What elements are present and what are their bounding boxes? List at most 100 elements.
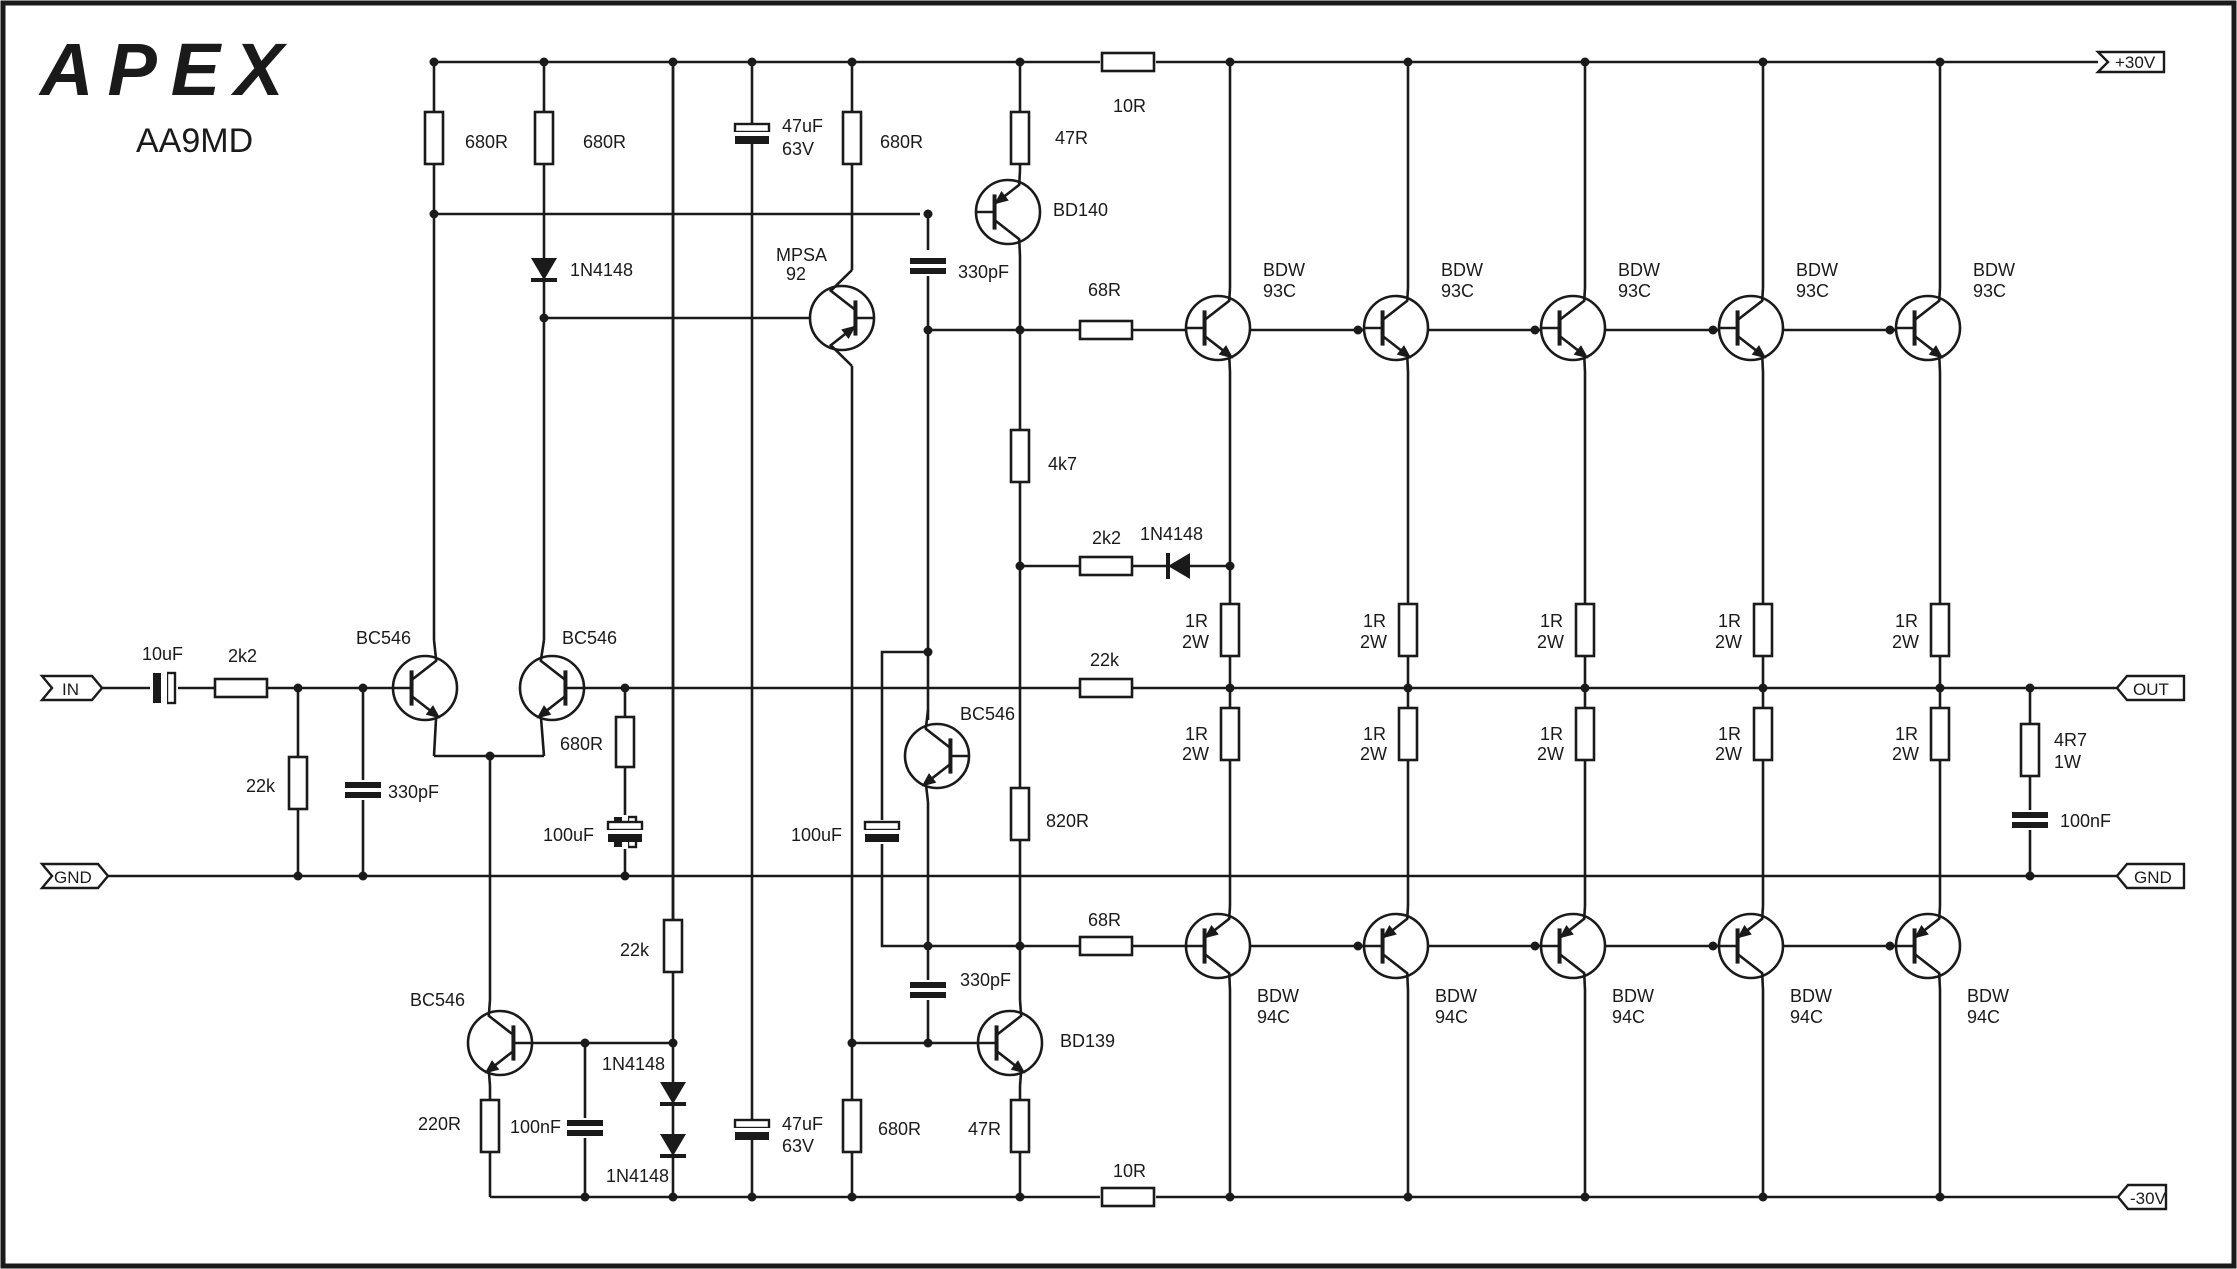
capacitor-330pf-bottom bbox=[908, 982, 948, 998]
junction-dot bbox=[923, 647, 933, 657]
cap-plate bbox=[567, 1130, 603, 1136]
label-npn-line1: BDW bbox=[1973, 260, 2015, 280]
label-zobel-r1: 4R7 bbox=[2054, 730, 2087, 750]
label-r-10-bot: 10R bbox=[1113, 1161, 1146, 1181]
junction-dot bbox=[1708, 325, 1718, 335]
resistor-10r-bottom bbox=[1100, 1186, 1156, 1208]
label-emitter-r-top-1: 1R bbox=[1718, 611, 1741, 631]
transistor-arrow bbox=[1559, 925, 1574, 939]
cap-plate bbox=[910, 258, 946, 264]
port-out-label: OUT bbox=[2133, 680, 2169, 699]
label-c-rail-top-value: 47uF bbox=[782, 116, 823, 136]
label-q4: BC546 bbox=[410, 990, 465, 1010]
transistor-collector bbox=[1381, 952, 1410, 991]
label-c-rail-top-voltage: 63V bbox=[782, 139, 814, 159]
label-emitter-r-bottom-1: 1R bbox=[1540, 724, 1563, 744]
resistor-68r-bottom bbox=[1078, 935, 1134, 957]
junction-dot bbox=[1015, 325, 1025, 335]
transistor-bdw94c-4 bbox=[1717, 905, 1785, 991]
transistor-collector bbox=[1558, 287, 1587, 322]
cap-plate bbox=[2012, 812, 2048, 818]
label-emitter-r-top-1: 1R bbox=[1363, 611, 1386, 631]
wires bbox=[102, 60, 2118, 1199]
wire bbox=[880, 650, 928, 820]
port-gnd-right-label: GND bbox=[2134, 868, 2172, 887]
diode-bar bbox=[660, 1154, 686, 1158]
cap-plate bbox=[345, 782, 381, 788]
label-zobel-r2: 1W bbox=[2054, 752, 2081, 772]
transistor-arrow bbox=[1010, 1060, 1026, 1074]
junction-dot bbox=[1935, 1192, 1945, 1202]
junction-dot bbox=[1353, 325, 1363, 335]
diode-bar bbox=[660, 1102, 686, 1106]
label-q1: BC546 bbox=[356, 628, 411, 648]
label-pnp-line1: BDW bbox=[1967, 986, 2009, 1006]
wire bbox=[880, 844, 928, 948]
brand-logo: APEX bbox=[38, 28, 298, 111]
resistor-emitter-top-2 bbox=[1397, 602, 1419, 658]
junction-dot bbox=[923, 1038, 933, 1048]
port-gnd-left: GND bbox=[39, 862, 110, 890]
transistor-collector bbox=[828, 269, 857, 312]
resistor-2k2-mid bbox=[1078, 555, 1134, 577]
cap-plate bbox=[345, 792, 381, 798]
cap-gap bbox=[908, 264, 948, 268]
model-label: AA9MD bbox=[136, 122, 253, 160]
junction-dot bbox=[580, 1038, 590, 1048]
label-npn-line2: 93C bbox=[1973, 281, 2006, 301]
junction-dot bbox=[1530, 325, 1540, 335]
transistor-arrow bbox=[921, 773, 937, 787]
transistor-bdw93c-3 bbox=[1539, 287, 1607, 373]
cap-gap bbox=[606, 830, 644, 834]
transistor-collector bbox=[1913, 952, 1942, 991]
label-d-mid: 1N4148 bbox=[1140, 524, 1203, 544]
label-r-2k2-mid: 2k2 bbox=[1092, 528, 1121, 548]
junction-dot bbox=[1580, 1192, 1590, 1202]
junction-dot bbox=[1580, 683, 1590, 693]
label-d-top: 1N4148 bbox=[570, 260, 633, 280]
transistor-arrow bbox=[1737, 925, 1752, 939]
transistor-q4 bbox=[466, 999, 534, 1087]
transistor-bdw93c-1 bbox=[1184, 287, 1252, 373]
resistor-820r bbox=[1009, 786, 1031, 842]
cap-gap bbox=[733, 132, 771, 136]
label-emitter-r-bottom-2: 2W bbox=[1360, 744, 1387, 764]
diode-bar bbox=[531, 278, 557, 282]
component-labels: 10uF 2k2 22k 330pF BC546 BC546 BC546 BC5… bbox=[142, 96, 2111, 1186]
label-r-top3: 680R bbox=[880, 132, 923, 152]
resistor-emitter-bottom-4 bbox=[1752, 706, 1774, 762]
transistor-arrow bbox=[1573, 345, 1589, 359]
diode-body bbox=[660, 1134, 686, 1156]
label-emitter-r-top-1: 1R bbox=[1895, 611, 1918, 631]
label-npn-line2: 93C bbox=[1263, 281, 1296, 301]
junction-dot bbox=[539, 313, 549, 323]
capacitor-100uf-mid bbox=[863, 820, 901, 842]
label-pnp-line2: 94C bbox=[1435, 1007, 1468, 1027]
diode-1n4148-mid bbox=[1166, 553, 1190, 579]
resistor-zobel bbox=[2019, 722, 2041, 778]
label-r-68-bot: 68R bbox=[1088, 910, 1121, 930]
resistor-22k-feedback bbox=[1078, 677, 1134, 699]
transistor-arrow bbox=[1204, 925, 1219, 939]
label-c-100nf-bot: 100nF bbox=[510, 1117, 561, 1137]
cap-gap bbox=[863, 830, 901, 834]
label-c-330-bot: 330pF bbox=[960, 970, 1011, 990]
transistor-bdw93c-4 bbox=[1717, 287, 1785, 373]
junction-dot bbox=[1015, 1192, 1025, 1202]
cap-plate bbox=[865, 834, 899, 842]
resistor-22k-bottom bbox=[662, 918, 684, 974]
resistor-68r-top bbox=[1078, 319, 1134, 341]
junction-dot bbox=[923, 941, 933, 951]
label-npn-line1: BDW bbox=[1796, 260, 1838, 280]
transistor-bdw93c-5 bbox=[1894, 287, 1962, 373]
transistor-collector bbox=[539, 639, 567, 682]
cap-plate bbox=[608, 834, 642, 842]
label-r-top2: 680R bbox=[583, 132, 626, 152]
diode-1n4148-top bbox=[531, 258, 557, 282]
junction-dot bbox=[1758, 683, 1768, 693]
label-r-68-top: 68R bbox=[1088, 280, 1121, 300]
cap-plate bbox=[735, 1132, 769, 1140]
port-vpos: +30V bbox=[2095, 50, 2166, 74]
junction-dot bbox=[1015, 57, 1025, 67]
